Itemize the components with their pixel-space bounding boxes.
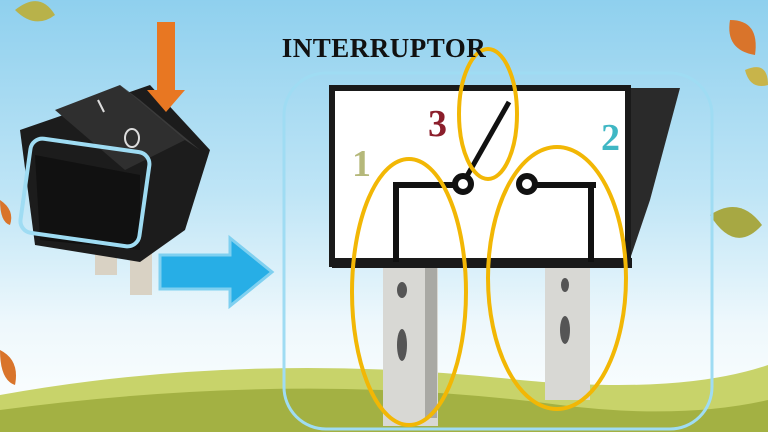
arrow-down-icon <box>147 22 185 112</box>
leaf-icon <box>0 200 12 225</box>
terminal-2-label: 2 <box>601 117 620 159</box>
slide-title: INTERRUPTOR <box>281 33 487 63</box>
arrow-right-icon <box>158 234 275 310</box>
terminal-1-highlight <box>350 157 468 427</box>
rocker-switch <box>20 85 210 295</box>
switch-body-side <box>625 88 680 265</box>
rocker-on-mark <box>97 99 105 113</box>
rocker-highlight-box <box>18 136 152 249</box>
terminal-2-highlight <box>486 145 628 411</box>
terminal-3-label: 3 <box>428 103 447 145</box>
terminal-3-highlight <box>457 47 519 181</box>
leaf-icon <box>0 350 16 385</box>
terminal-1-label: 1 <box>352 143 371 185</box>
leaf-icon <box>15 1 55 22</box>
switch-circuit-symbol <box>393 100 596 262</box>
rocker-off-symbol <box>124 128 140 148</box>
diagram-frame <box>282 71 714 431</box>
leaf-icon <box>729 20 756 55</box>
leaf-icon <box>710 207 762 238</box>
leaf-icon <box>745 67 768 86</box>
